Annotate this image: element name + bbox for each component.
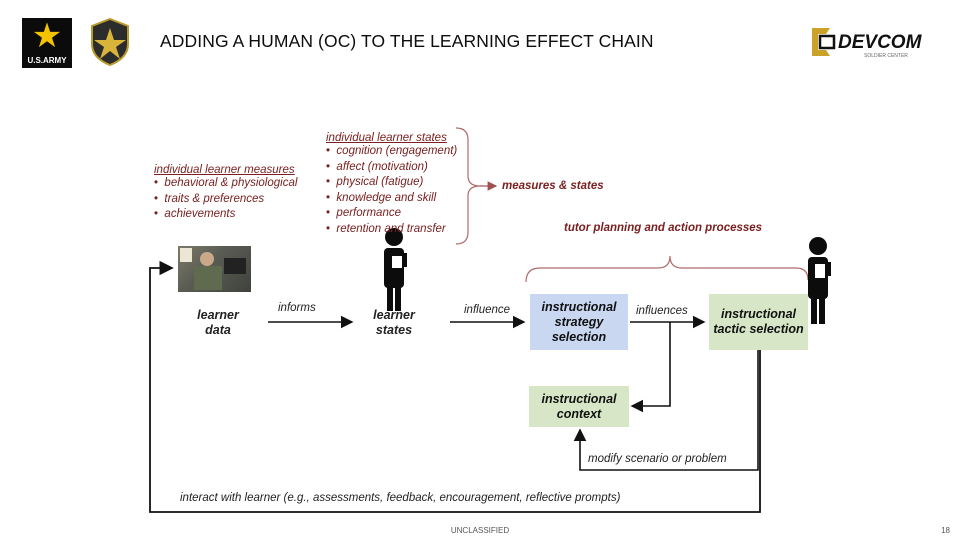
devcom-text: DEVCOM	[838, 32, 923, 53]
tactic-selection-box: instructional tactic selection	[709, 294, 808, 350]
star-icon: ★	[31, 17, 63, 55]
list-item: behavioral & physiological	[154, 176, 297, 192]
interact-label: interact with learner (e.g., assessments…	[180, 492, 621, 504]
influences-label: influences	[636, 305, 688, 317]
devcom-subtext: SOLDIER CENTER	[864, 53, 908, 59]
list-item: achievements	[154, 207, 297, 223]
classification-footer: UNCLASSIFIED	[450, 526, 510, 535]
learner-measures-heading: individual learner measures	[154, 164, 295, 176]
learner-data-label: learner data	[197, 308, 239, 337]
list-item: performance	[326, 206, 457, 222]
instructional-context-box: instructional context	[529, 386, 629, 427]
learner-states-heading: individual learner states	[326, 132, 447, 144]
learner-states-block: individual learner states cognition (eng…	[326, 132, 457, 237]
devcom-logo: DEVCOM SOLDIER CENTER	[812, 28, 923, 59]
tutor-processes-label: tutor planning and action processes	[564, 222, 763, 234]
learner-measures-block: individual learner measures behavioral &…	[154, 164, 297, 223]
learner-states-node: learner states	[373, 308, 415, 337]
slide-title: ADDING A HUMAN (OC) TO THE LEARNING EFFE…	[160, 31, 654, 51]
list-item: traits & preferences	[154, 192, 297, 208]
modify-label: modify scenario or problem	[588, 453, 727, 465]
list-item: physical (fatigue)	[326, 175, 457, 191]
list-item: retention and transfer	[326, 222, 457, 238]
shield-logo	[91, 18, 129, 66]
page-number: 18	[941, 526, 950, 535]
strategy-selection-box: instructional strategy selection	[530, 294, 628, 350]
list-item: cognition (engagement)	[326, 144, 457, 160]
person-icon	[384, 228, 407, 311]
list-item: affect (motivation)	[326, 160, 457, 176]
learner-photo	[178, 246, 251, 292]
army-logo-text: U.S.ARMY	[27, 56, 67, 65]
list-item: knowledge and skill	[326, 191, 457, 207]
tutor-person-icon	[808, 237, 831, 324]
us-army-logo: ★ U.S.ARMY	[22, 18, 72, 68]
influence-label: influence	[464, 304, 511, 316]
informs-label: informs	[278, 302, 316, 314]
measures-states-label: measures & states	[502, 180, 604, 192]
